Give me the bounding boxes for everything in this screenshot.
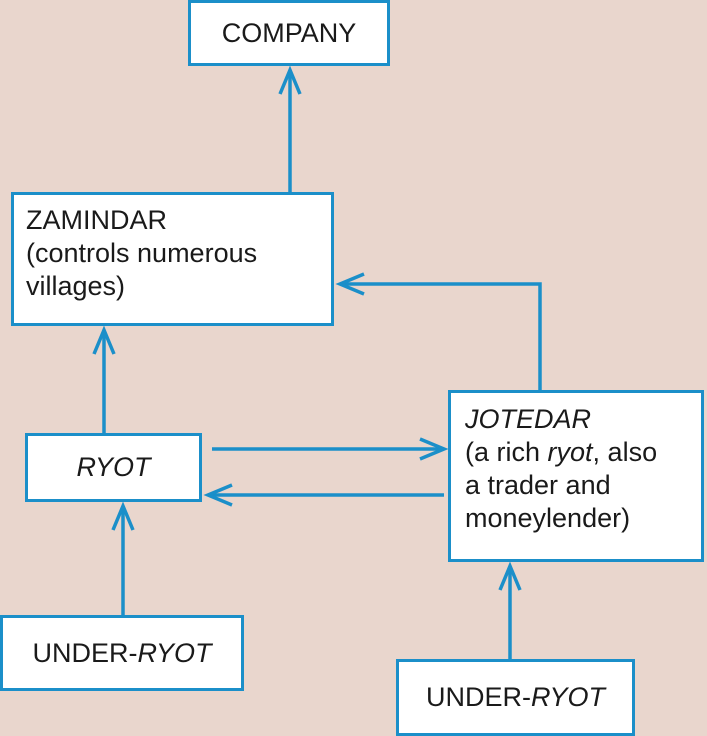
edge-under-ryot-right-to-jotedar	[498, 561, 522, 659]
arrowhead-icon	[92, 325, 116, 355]
node-under-ryot-right: UNDER-RYOT	[396, 659, 635, 736]
node-jotedar-title: JOTEDAR	[465, 404, 592, 434]
edge-jotedar-to-zamindar	[335, 272, 542, 390]
arrowhead-icon	[335, 272, 365, 296]
node-jotedar-desc-line2: a trader and	[465, 470, 611, 500]
arrowhead-icon	[203, 483, 233, 507]
node-jotedar-line1-pre: (a rich	[465, 437, 548, 467]
node-under-ryot-left: UNDER-RYOT	[0, 615, 244, 691]
node-jotedar-line1-em: ryot	[547, 437, 593, 467]
node-under-ryot-right-label: UNDER-RYOT	[426, 681, 605, 714]
edge-ryot-to-jotedar	[212, 437, 449, 461]
node-zamindar-desc-line2: villages)	[26, 271, 126, 301]
edge-zamindar-to-company	[278, 65, 302, 192]
node-under-ryot-left-em: RYOT	[137, 637, 212, 668]
node-ryot-label: RYOT	[76, 452, 151, 482]
node-jotedar-desc-line1: (a rich ryot, also	[465, 436, 689, 469]
node-jotedar: JOTEDAR (a rich ryot, also a trader and …	[448, 390, 704, 562]
node-under-ryot-left-prefix: UNDER-	[32, 637, 138, 668]
edge-under-ryot-left-to-ryot	[111, 501, 135, 615]
node-company-label: COMPANY	[221, 17, 357, 48]
node-under-ryot-right-prefix: UNDER-	[426, 682, 531, 712]
node-under-ryot-right-em: RYOT	[531, 682, 605, 712]
arrowhead-icon	[419, 437, 449, 461]
arrowhead-icon	[278, 65, 302, 95]
connector-line	[340, 282, 542, 390]
node-ryot: RYOT	[25, 433, 202, 502]
node-under-ryot-left-label: UNDER-RYOT	[33, 637, 212, 670]
node-jotedar-line1-post: , also	[592, 437, 658, 467]
node-jotedar-desc-line3: moneylender)	[465, 503, 631, 533]
node-zamindar: ZAMINDAR (controls numerous villages)	[11, 192, 334, 326]
node-zamindar-title: ZAMINDAR	[26, 205, 167, 235]
node-company: COMPANY	[188, 0, 390, 66]
node-zamindar-desc-line1: (controls numerous	[26, 238, 258, 268]
arrowhead-icon	[498, 561, 522, 591]
edge-jotedar-to-ryot	[203, 483, 444, 507]
arrowhead-icon	[111, 501, 135, 531]
edge-ryot-to-zamindar	[92, 325, 116, 433]
